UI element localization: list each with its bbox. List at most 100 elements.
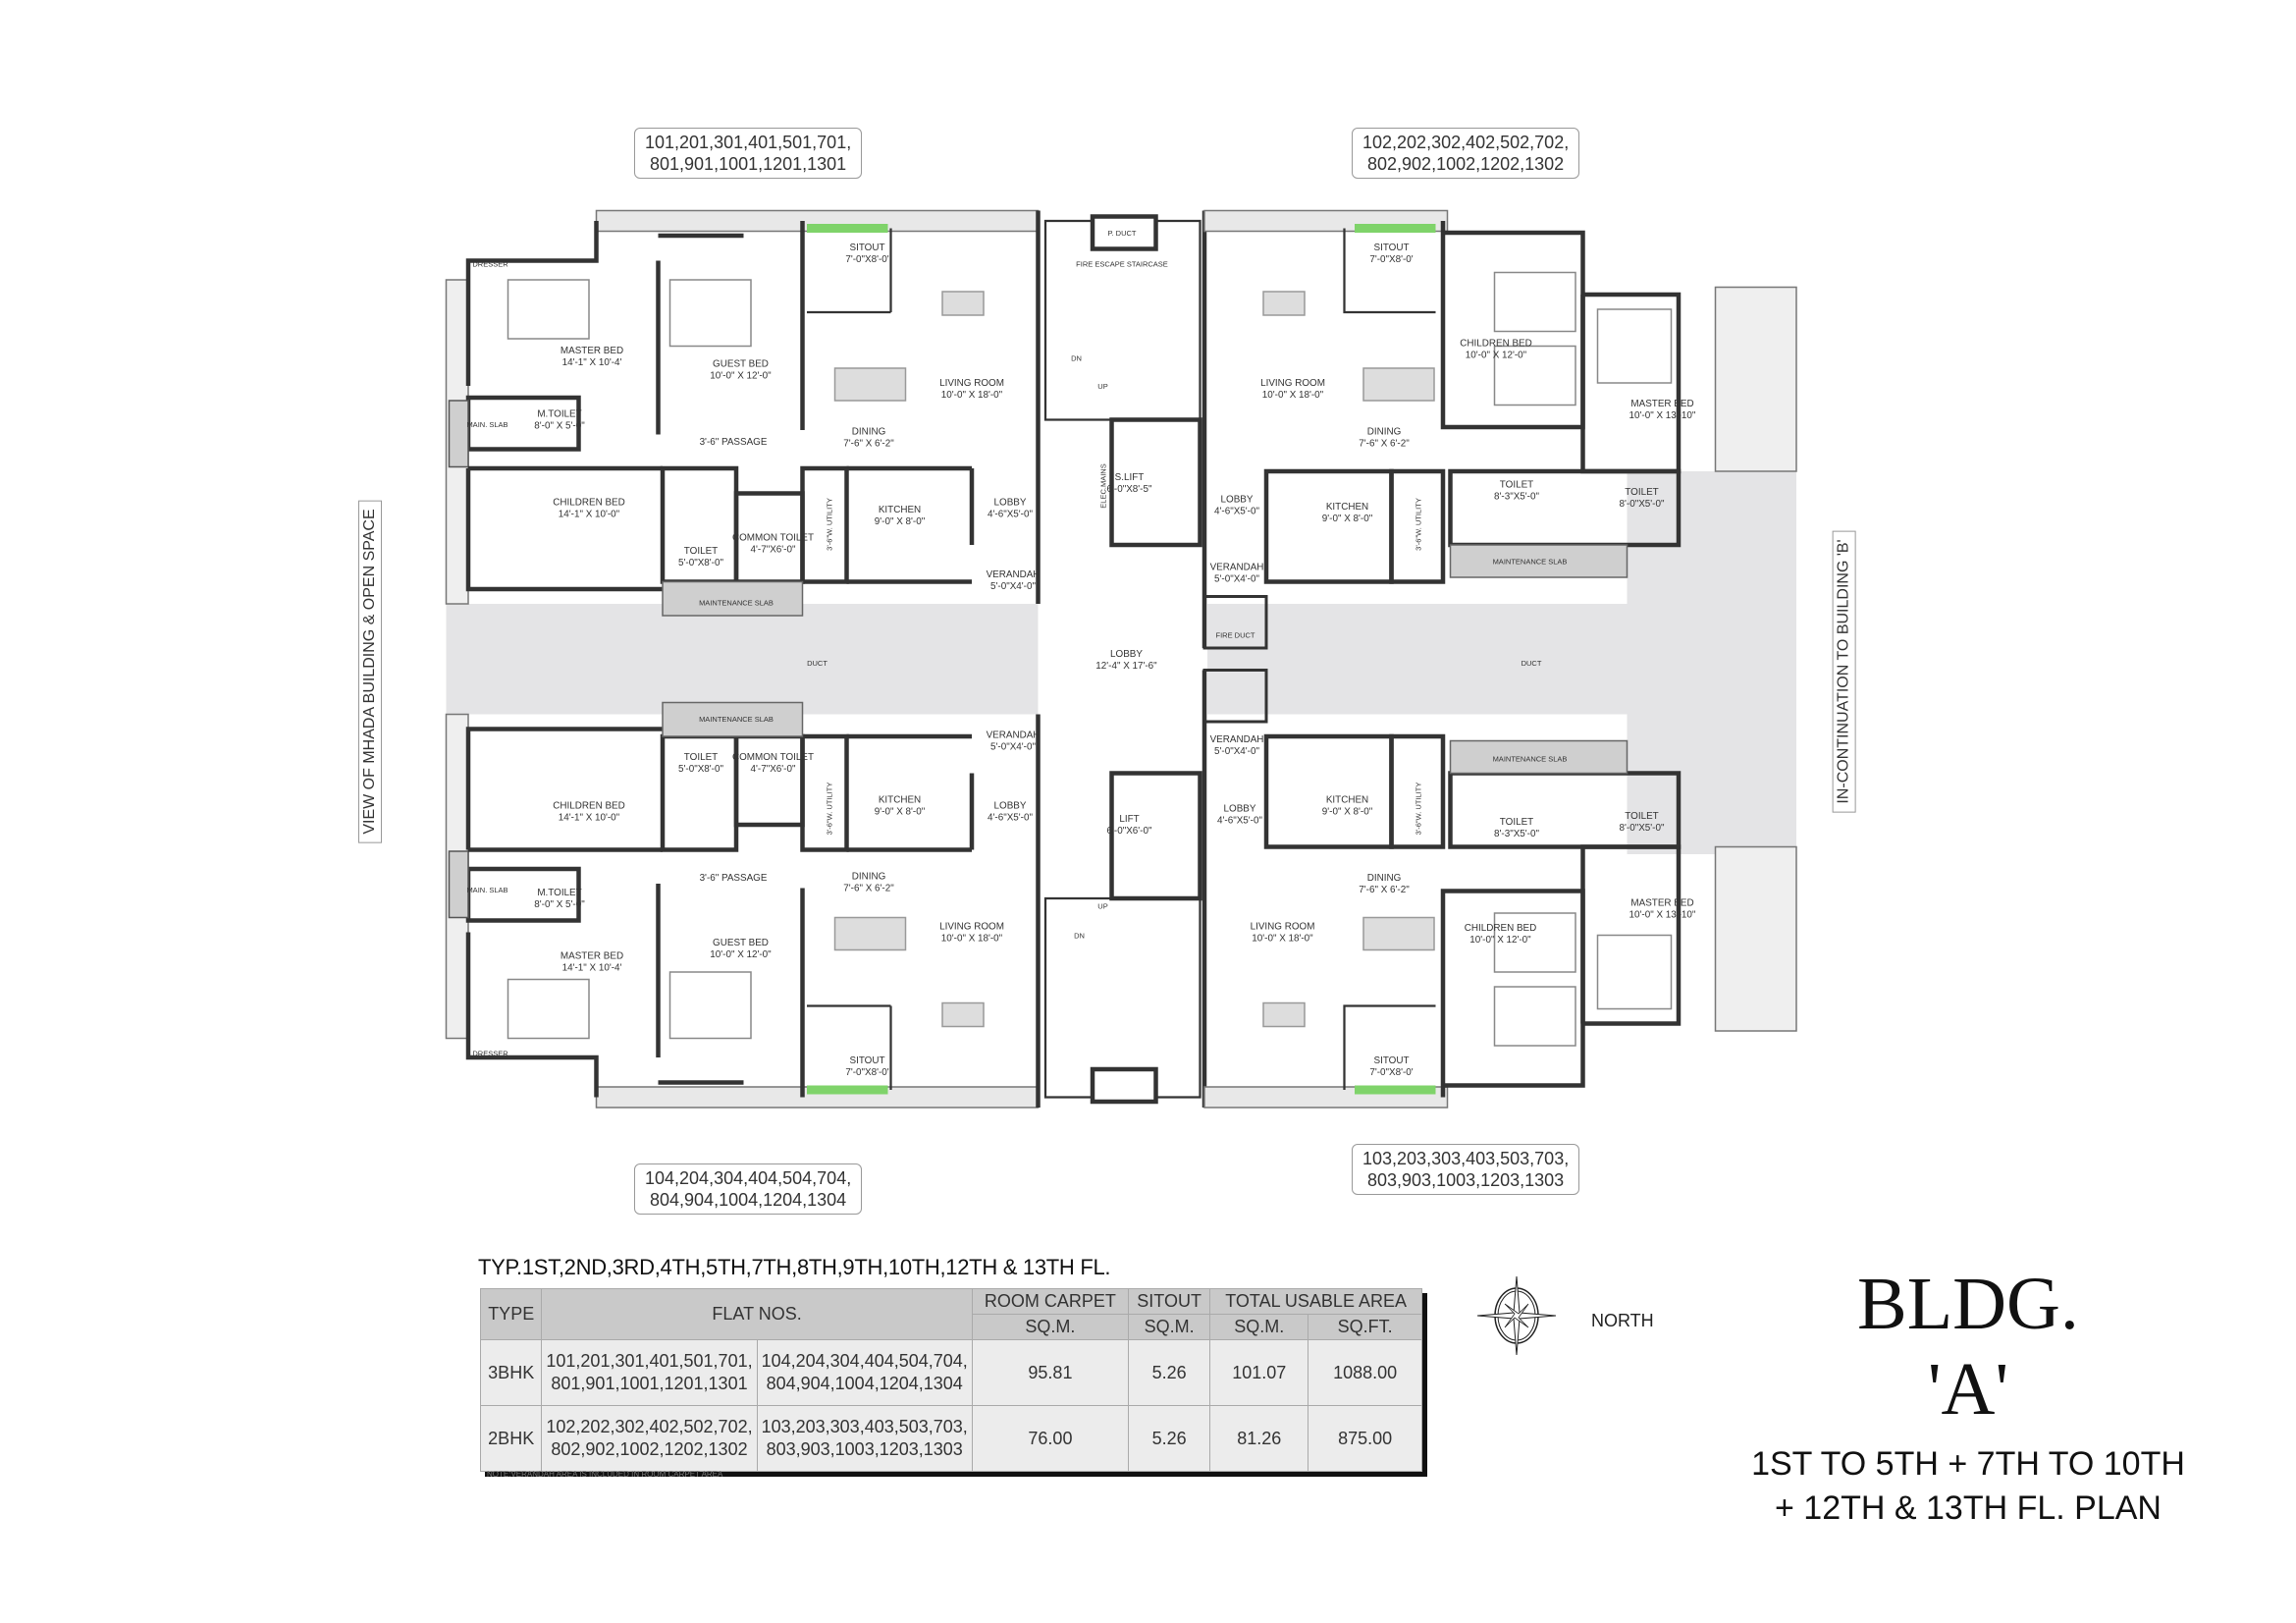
- area-table: TYPE FLAT NOS. ROOM CARPET SITOUT TOTAL …: [479, 1288, 1422, 1472]
- flat-callout-top-right: 102,202,302,402,502,702, 802,902,1002,12…: [1352, 128, 1580, 179]
- lr-maintenance-slab-label: MAINTENANCE SLAB: [1493, 755, 1568, 764]
- ul-master-bed-label: MASTER BED: [561, 346, 623, 356]
- ul-children-bed-label: CHILDREN BED: [553, 498, 625, 509]
- table-subheader-row: SQ.M. SQ.M. SQ.M. SQ.FT.: [481, 1314, 1422, 1340]
- ul-kitchen-label: KITCHEN: [879, 505, 921, 515]
- ur-master-bed-size: 10'-0" X 13'-10": [1629, 410, 1696, 421]
- ul-utility-label: 3'-6"W. UTILITY: [826, 498, 834, 551]
- header-sqm: SQ.M.: [971, 1314, 1130, 1340]
- ll-dresser-label: DRESSER: [472, 1050, 508, 1058]
- cell-total-sqft: 1088.00: [1308, 1339, 1422, 1406]
- ur-toilet1-size: 8'-3"X5'-0": [1494, 492, 1539, 503]
- stair-down-label: DN: [1071, 354, 1082, 363]
- ll-maintenance-slab-label: MAINTENANCE SLAB: [699, 715, 774, 724]
- ll-children-bed-size: 14'-1" X 10'-0": [559, 813, 620, 824]
- ll-guest-bed-label: GUEST BED: [713, 938, 769, 948]
- ll-utility-label: 3'-6"W. UTILITY: [826, 783, 834, 836]
- flat-callout-top-left: 101,201,301,401,501,701, 801,901,1001,12…: [634, 128, 863, 179]
- cell-sitout: 5.26: [1128, 1405, 1211, 1472]
- ll-m-toilet-size: 8'-0" X 5'-0": [534, 899, 585, 910]
- table-caption: TYP.1ST,2ND,3RD,4TH,5TH,7TH,8TH,9TH,10TH…: [478, 1255, 1111, 1279]
- ul-guest-bed-size: 10'-0" X 12'-0": [710, 371, 772, 382]
- core-lobby-size: 12'-4" X 17'-6": [1095, 661, 1157, 672]
- lift-size: 6'-0"X6'-0": [1107, 826, 1152, 837]
- cell-flats: 102,202,302,402,502,702, 802,902,1002,12…: [541, 1405, 758, 1472]
- duct-right-extension: [1627, 471, 1796, 854]
- lr-kitchen-size: 9'-0" X 8'-0": [1322, 807, 1373, 818]
- cell-sitout: 5.26: [1128, 1339, 1211, 1406]
- lr-master-bed-size: 10'-0" X 13'-10": [1629, 910, 1696, 921]
- ur-verandah-size: 5'-0"X4'-0": [1214, 574, 1259, 585]
- lr-lobby-label: LOBBY: [1224, 804, 1256, 815]
- lr-sitout-size: 7'-0"X8'-0': [1369, 1067, 1413, 1078]
- ul-verandah-size: 5'-0"X4'-0": [990, 581, 1036, 592]
- header-sqft: SQ.FT.: [1308, 1314, 1422, 1340]
- ll-dining-label: DINING: [852, 872, 886, 883]
- ur-toilet1-label: TOILET: [1500, 480, 1533, 491]
- cell-type: 2BHK: [479, 1405, 543, 1472]
- callout-line: 804,904,1004,1204,1304: [650, 1190, 847, 1210]
- ll-sitout-size: 7'-0"X8'-0': [845, 1067, 888, 1078]
- ll-lobby-label: LOBBY: [994, 801, 1027, 812]
- callout-line: 803,903,1003,1203,1303: [1367, 1170, 1565, 1190]
- lr-children-bed-size: 10'-0" X 12'-0": [1469, 935, 1531, 946]
- ul-dining-size: 7'-6" X 6'-2": [843, 439, 894, 450]
- lr-toilet1-label: TOILET: [1500, 817, 1533, 828]
- lr-verandah-size: 5'-0"X4'-0": [1214, 746, 1259, 757]
- header-room-carpet: ROOM CARPET: [971, 1288, 1130, 1315]
- table-header-row: TYPE FLAT NOS. ROOM CARPET SITOUT TOTAL …: [479, 1288, 1422, 1340]
- fire-escape-staircase-label: FIRE ESCAPE STAIRCASE: [1076, 260, 1168, 269]
- ur-kitchen-label: KITCHEN: [1326, 502, 1368, 513]
- lr-sitout-label: SITOUT: [1373, 1055, 1409, 1066]
- ur-kitchen-size: 9'-0" X 8'-0": [1322, 514, 1373, 524]
- ul-m-toilet-size: 8'-0" X 5'-0": [534, 421, 585, 432]
- ll-common-toilet-label: COMMON TOILET: [732, 752, 814, 763]
- ul-maintenance-slab-label: MAINTENANCE SLAB: [699, 599, 774, 608]
- ur-dining-size: 7'-6" X 6'-2": [1359, 439, 1410, 450]
- ll-toilet-size: 5'-0"X8'-0": [678, 764, 723, 775]
- ur-living-room-size: 10'-0" X 18'-0": [1262, 390, 1324, 401]
- header-total-usable: TOTAL USABLE AREA: [1209, 1288, 1422, 1315]
- ur-utility-label: 3'-6"W. UTILITY: [1415, 498, 1423, 551]
- lr-verandah-label: VERANDAH: [1210, 734, 1264, 745]
- upper-half-walls: [445, 209, 1797, 650]
- side-label-right: IN-CONTINUATION TO BUILDING 'B': [1832, 530, 1856, 813]
- ul-main-slab-label: MAIN. SLAB: [466, 420, 507, 429]
- lr-toilet1-size: 8'-3"X5'-0": [1494, 829, 1539, 839]
- s-lift-size: 6'-0"X8'-5": [1107, 484, 1152, 495]
- lower-half-walls: [447, 671, 1797, 1109]
- ul-toilet-label: TOILET: [684, 546, 718, 557]
- ul-sitout-size: 7'-0"X8'-0': [845, 254, 888, 265]
- ul-kitchen-size: 9'-0" X 8'-0": [875, 516, 926, 527]
- ll-children-bed-label: CHILDREN BED: [553, 801, 625, 812]
- ul-toilet-size: 5'-0"X8'-0": [678, 558, 723, 568]
- callout-line: 103,203,303,403,503,703,: [1362, 1149, 1570, 1168]
- lr-dining-label: DINING: [1367, 873, 1402, 884]
- core-lobby-label: LOBBY: [1110, 649, 1143, 660]
- ll-common-toilet-size: 4'-7"X6'-0": [751, 764, 796, 775]
- ll-living-room-label: LIVING ROOM: [939, 922, 1004, 933]
- stair-up-label: UP: [1097, 382, 1107, 391]
- ur-children-bed-size: 10'-0" X 12'-0": [1466, 351, 1527, 361]
- duct-left: [446, 604, 1039, 715]
- ur-master-bed-label: MASTER BED: [1630, 399, 1693, 409]
- header-sitout: SITOUT: [1128, 1288, 1211, 1315]
- ll-master-bed-label: MASTER BED: [561, 951, 623, 962]
- ll-verandah-label: VERANDAH: [987, 730, 1041, 741]
- plan-subtitle-line1: 1ST TO 5TH + 7TH TO 10TH: [1751, 1445, 2185, 1483]
- ur-children-bed-label: CHILDREN BED: [1460, 339, 1532, 350]
- lr-living-room-label: LIVING ROOM: [1251, 922, 1315, 933]
- header-sqm: SQ.M.: [1209, 1314, 1309, 1340]
- callout-line: 101,201,301,401,501,701,: [645, 133, 852, 152]
- ur-dining-label: DINING: [1367, 427, 1402, 438]
- compass-icon: [1477, 1276, 1556, 1355]
- ul-passage-label: 3'-6" PASSAGE: [700, 437, 768, 448]
- cell-room-carpet: 95.81: [971, 1339, 1130, 1406]
- elec-mains-label: ELEC.MAINS: [1099, 463, 1108, 508]
- cell-flats: 103,203,303,403,503,703, 803,903,1003,12…: [756, 1405, 973, 1472]
- stair-down-label-lower: DN: [1074, 932, 1085, 941]
- ur-maintenance-slab-label: MAINTENANCE SLAB: [1493, 558, 1568, 567]
- ll-toilet-label: TOILET: [684, 752, 718, 763]
